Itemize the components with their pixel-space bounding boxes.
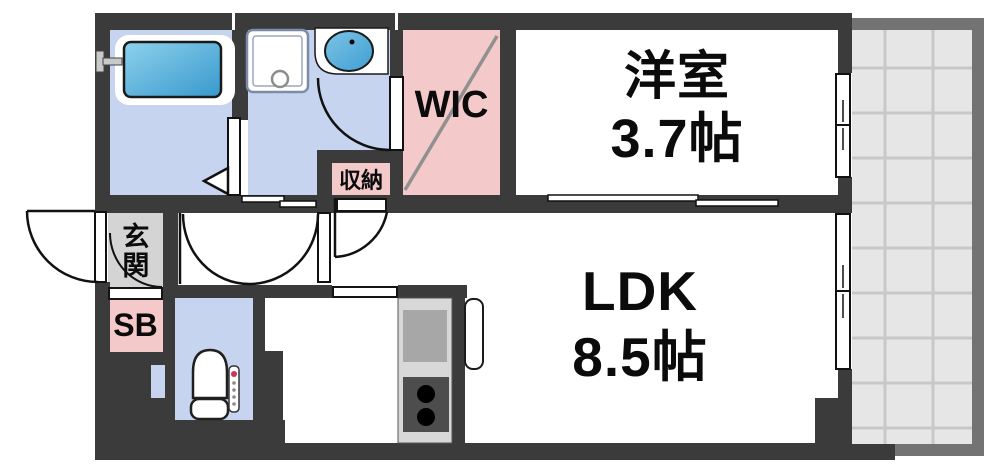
wash-basin — [314, 27, 389, 75]
wall-toilet-right — [253, 298, 265, 351]
washroom-floor-lower — [248, 150, 317, 196]
wall-kitchen-right — [452, 298, 465, 443]
western-room-name: 洋室 — [623, 48, 730, 106]
ldk-size: 8.5帖 — [572, 325, 708, 388]
ldk-name: LDK — [581, 260, 699, 322]
western-room-size: 3.7帖 — [610, 108, 744, 169]
kitchen-side-unit — [464, 298, 484, 370]
burner-icon — [417, 385, 435, 403]
bathtub — [95, 35, 235, 105]
bathroom-folding-door — [201, 117, 241, 197]
plumbing-niche — [151, 365, 165, 398]
balcony-tile-grid — [852, 30, 972, 444]
wall-wic-western — [500, 13, 516, 195]
drain-icon — [270, 69, 290, 89]
storage-doorway — [336, 198, 387, 212]
washroom-sliding-door — [241, 195, 317, 208]
storage-label: 収納 — [338, 168, 383, 193]
washing-machine-pan — [245, 28, 310, 94]
shoe-box-label: SB — [113, 307, 158, 343]
kitchen — [397, 297, 484, 444]
wall-kitchen-top — [398, 285, 467, 298]
ldk-label: LDK 8.5帖 — [440, 260, 840, 388]
toilet-control-panel — [228, 365, 240, 413]
wall-bath-washroom — [232, 30, 248, 120]
stove — [403, 377, 449, 432]
wall-right-seg3 — [838, 369, 852, 398]
entrance-label: 玄関 — [118, 222, 149, 280]
wall-bottom — [95, 443, 895, 460]
wall-seam-1 — [232, 13, 235, 30]
wall-right-seg1 — [838, 13, 852, 73]
wall-entrance-right — [163, 213, 178, 287]
balcony-rail-top — [852, 18, 984, 30]
wall-seam-2 — [395, 13, 398, 30]
entrance-inner-arc — [109, 232, 163, 288]
wall-top — [95, 13, 852, 30]
balcony-rail-bottom — [895, 444, 984, 456]
storage-floor — [332, 163, 390, 196]
entrance-floor — [108, 211, 163, 287]
bathtub-faucet-icon — [95, 50, 123, 73]
entrance-door — [25, 209, 163, 288]
kitchen-sink — [403, 310, 447, 362]
hallway-double-door — [178, 212, 331, 286]
entrance-step — [108, 287, 163, 300]
window-ldk-balcony — [835, 213, 851, 370]
toilet — [189, 348, 240, 421]
western-room-sliding-door — [547, 194, 779, 207]
wall-hall-bottom — [175, 285, 332, 298]
kitchen-doorway-panel — [332, 286, 398, 298]
basin-faucet-icon — [349, 39, 355, 45]
burner-icon — [417, 408, 435, 426]
window-western-balcony — [835, 73, 851, 178]
wall-toilet-bottom — [175, 420, 285, 443]
western-room-label: 洋室 3.7帖 — [516, 50, 838, 167]
shoe-box — [108, 300, 163, 352]
wall-storage-left — [317, 163, 332, 196]
wall-storage-top — [317, 150, 400, 163]
balcony-rail-right — [972, 18, 984, 456]
wic-hanger-pipe — [403, 35, 499, 191]
wall-sb-right — [163, 287, 175, 352]
storage-door — [333, 198, 389, 259]
wic-label: WIC — [414, 84, 489, 126]
wic-door — [316, 76, 404, 152]
balcony — [852, 18, 984, 456]
